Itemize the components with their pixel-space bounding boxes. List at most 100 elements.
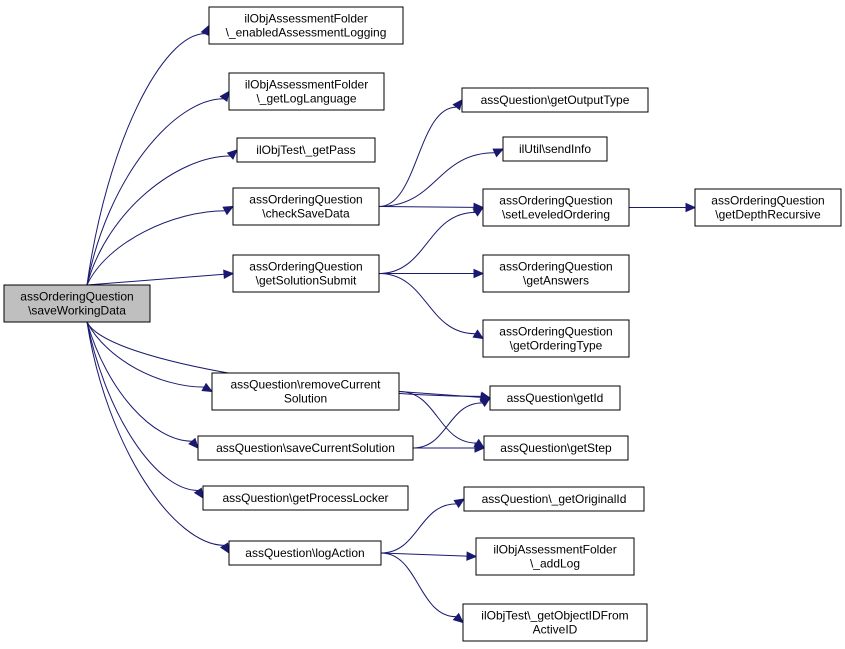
node-box bbox=[483, 435, 629, 461]
node-label-line: \checkSaveData bbox=[262, 207, 350, 221]
edge-line bbox=[86, 210, 226, 286]
arrowhead-icon bbox=[201, 382, 214, 393]
node-label-line: \getDepthRecursive bbox=[715, 208, 821, 222]
edge-line bbox=[86, 321, 225, 546]
edge-line bbox=[378, 273, 476, 335]
node-getOrderingType[interactable]: assOrderingQuestion\getOrderingType bbox=[482, 319, 630, 358]
node-getAnswers[interactable]: assOrderingQuestion\getAnswers bbox=[482, 254, 630, 293]
node-box bbox=[489, 385, 621, 411]
edge-line bbox=[378, 152, 495, 207]
edge-root-to-removeCurrentSolution bbox=[86, 321, 214, 393]
arrowhead-icon bbox=[472, 206, 485, 217]
edge-line bbox=[86, 321, 205, 388]
node-getPass[interactable]: ilObjTest\_getPass bbox=[236, 137, 376, 163]
node-label-line: \getAnswers bbox=[523, 274, 589, 288]
node-label-line: \_addLog bbox=[530, 557, 580, 571]
node-getProcessLocker[interactable]: assQuestion\getProcessLocker bbox=[202, 485, 409, 511]
edge-root-to-getLogLanguage bbox=[86, 90, 230, 286]
node-label-line: ActiveID bbox=[533, 623, 578, 637]
node-box bbox=[228, 72, 385, 111]
node-box bbox=[3, 284, 151, 323]
node-box bbox=[236, 137, 376, 163]
arrowhead-icon bbox=[474, 443, 486, 453]
edge-logAction-to-addLog bbox=[380, 551, 478, 561]
node-addLog[interactable]: ilObjAssessmentFolder\_addLog bbox=[475, 537, 635, 576]
edge-line bbox=[86, 321, 193, 442]
node-box bbox=[462, 603, 648, 642]
edge-root-to-getPass bbox=[86, 149, 238, 286]
node-getDepthRecursive[interactable]: assOrderingQuestion\getDepthRecursive bbox=[694, 188, 842, 227]
edge-line bbox=[380, 503, 457, 554]
node-label-line: \saveWorkingData bbox=[28, 304, 126, 318]
node-box bbox=[463, 486, 645, 512]
edge-line bbox=[380, 552, 457, 618]
node-setLeveledOrdering[interactable]: assOrderingQuestion\setLeveledOrdering bbox=[482, 188, 630, 227]
node-label-line: assOrderingQuestion bbox=[711, 194, 824, 208]
node-box bbox=[228, 540, 382, 566]
arrowhead-icon bbox=[685, 202, 697, 213]
node-label-line: assOrderingQuestion bbox=[249, 193, 362, 207]
arrowhead-icon bbox=[452, 99, 463, 111]
node-sendInfo[interactable]: ilUtil\sendInfo bbox=[502, 136, 608, 162]
node-getStep[interactable]: assQuestion\getStep bbox=[483, 435, 629, 461]
node-label-line: assQuestion\_getOriginalId bbox=[482, 492, 627, 506]
edge-root-to-enabledLogging bbox=[86, 24, 210, 286]
node-label-line: \getSolutionSubmit bbox=[256, 274, 357, 288]
node-box bbox=[502, 136, 608, 162]
node-box bbox=[232, 254, 380, 293]
node-box bbox=[197, 435, 414, 461]
edge-line bbox=[412, 402, 483, 449]
node-box bbox=[208, 6, 404, 45]
edge-line bbox=[86, 273, 225, 286]
node-getSolutionSubmit[interactable]: assOrderingQuestion\getSolutionSubmit bbox=[232, 254, 380, 293]
arrowhead-icon bbox=[466, 551, 478, 561]
edge-line bbox=[380, 552, 468, 557]
node-label-line: assQuestion\getOutputType bbox=[481, 93, 630, 107]
arrowhead-icon bbox=[452, 612, 464, 624]
node-label-line: assQuestion\getStep bbox=[500, 441, 612, 455]
node-getLogLanguage[interactable]: ilObjAssessmentFolder\_getLogLanguage bbox=[228, 72, 385, 111]
node-checkSaveData[interactable]: assOrderingQuestion\checkSaveData bbox=[232, 187, 380, 226]
node-label-line: ilObjAssessmentFolder bbox=[244, 12, 367, 26]
arrowhead-icon bbox=[188, 437, 199, 449]
node-logAction[interactable]: assQuestion\logAction bbox=[228, 540, 382, 566]
arrowhead-icon bbox=[472, 329, 485, 340]
edge-line bbox=[86, 321, 199, 491]
node-label-line: \getOrderingType bbox=[510, 339, 603, 353]
node-label-line: \setLeveledOrdering bbox=[502, 208, 610, 222]
arrowhead-icon bbox=[479, 397, 492, 408]
node-label-line: assQuestion\removeCurrent bbox=[230, 378, 381, 392]
edge-checkSaveData-to-getOutputType bbox=[378, 99, 463, 207]
node-label-line: assOrderingQuestion bbox=[20, 290, 133, 304]
node-getId[interactable]: assQuestion\getId bbox=[489, 385, 621, 411]
node-label-line: assOrderingQuestion bbox=[499, 325, 612, 339]
nodes-layer: assOrderingQuestion\saveWorkingDatailObj… bbox=[3, 6, 842, 642]
node-label-line: Solution bbox=[284, 392, 327, 406]
node-label-line: \_getLogLanguage bbox=[256, 92, 356, 106]
node-getOutputType[interactable]: assQuestion\getOutputType bbox=[461, 87, 649, 113]
node-saveCurrentSolution[interactable]: assQuestion\saveCurrentSolution bbox=[197, 435, 414, 461]
node-label-line: ilUtil\sendInfo bbox=[519, 142, 591, 156]
node-label-line: ilObjTest\_getPass bbox=[256, 143, 355, 157]
node-box bbox=[202, 485, 409, 511]
edge-line bbox=[378, 106, 457, 207]
node-getOriginalId[interactable]: assQuestion\_getOriginalId bbox=[463, 486, 645, 512]
node-root[interactable]: assOrderingQuestion\saveWorkingData bbox=[3, 284, 151, 323]
edge-root-to-getSolutionSubmit bbox=[86, 269, 235, 286]
arrowhead-icon bbox=[473, 268, 485, 279]
edge-root-to-getProcessLocker bbox=[86, 321, 204, 500]
edge-getSolutionSubmit-to-getOrderingType bbox=[378, 273, 485, 340]
edge-root-to-saveCurrentSolution bbox=[86, 321, 199, 449]
node-label-line: assQuestion\getId bbox=[507, 391, 604, 405]
node-label-line: assQuestion\logAction bbox=[245, 546, 364, 560]
node-box bbox=[475, 537, 635, 576]
edge-line bbox=[86, 155, 231, 286]
node-box bbox=[461, 87, 649, 113]
arrowhead-icon bbox=[222, 205, 235, 216]
node-enabledLogging[interactable]: ilObjAssessmentFolder\_enabledAssessment… bbox=[208, 6, 404, 45]
edge-logAction-to-getOriginalId bbox=[380, 498, 466, 554]
node-label-line: ilObjAssessmentFolder bbox=[245, 78, 368, 92]
